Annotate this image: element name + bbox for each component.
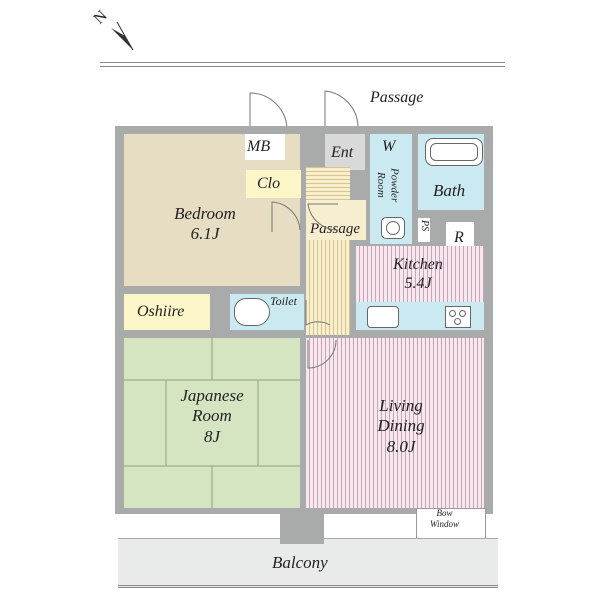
clo-label: Clo — [257, 175, 281, 192]
passage-top-label: Passage — [370, 89, 424, 106]
toilet-icon — [234, 298, 270, 326]
tatami-lines — [124, 338, 300, 508]
oshiire — [124, 294, 210, 330]
bedroom-label: Bedroom 6.1J — [174, 204, 236, 244]
ps-label: PS — [419, 220, 430, 232]
toilet-label: Toilet — [270, 294, 297, 308]
balcony-label: Balcony — [272, 553, 328, 572]
bow-window — [416, 508, 486, 540]
japanese-room-label: Japanese Room 8J — [180, 386, 244, 446]
passage-corridor-stripe — [306, 240, 350, 335]
washbasin-icon — [381, 217, 405, 239]
bow-window-label: Bow Window — [430, 508, 460, 529]
refrigerator-space — [446, 222, 474, 250]
powder-room-label: Powder Room — [375, 168, 401, 203]
bathtub-icon — [425, 138, 483, 166]
kitchen — [356, 246, 484, 302]
bath-label: Bath — [433, 181, 466, 200]
compass: N — [91, 7, 145, 58]
stove-icon — [445, 306, 471, 328]
entrance — [325, 134, 365, 170]
w-label: W — [382, 138, 396, 155]
closet — [246, 170, 301, 198]
road-line — [100, 62, 505, 67]
mb-label: MB — [247, 138, 271, 155]
r-label: R — [454, 229, 464, 246]
front-door-swings — [249, 90, 359, 131]
sink-icon — [367, 306, 399, 328]
oshiire-label: Oshiire — [137, 303, 185, 320]
balcony — [118, 538, 498, 588]
living-dining-label: Living Dining 8.0J — [377, 396, 425, 456]
passage-inner-label: Passage — [310, 221, 360, 237]
compass-arrow-icon — [111, 21, 134, 51]
interior-door-swings — [271, 201, 339, 369]
meter-box — [245, 134, 285, 160]
ent-label: Ent — [331, 144, 354, 161]
balcony-pillar — [280, 514, 324, 544]
kitchen-label: Kitchen 5.4J — [393, 256, 443, 293]
pipe-space — [418, 218, 430, 242]
living-dining — [306, 338, 484, 508]
